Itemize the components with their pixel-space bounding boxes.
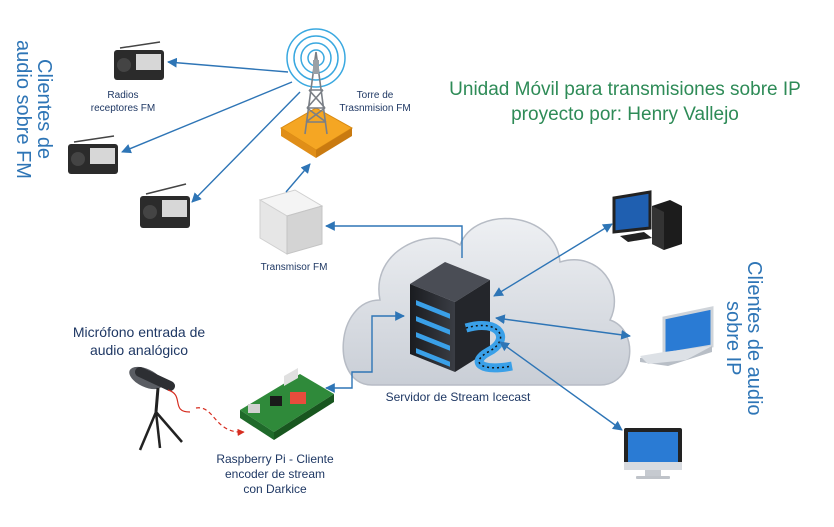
arrow-server-to-transmitter xyxy=(325,221,463,258)
desktop-pc-icon xyxy=(612,190,682,250)
diagram-title: Unidad Móvil para transmisiones sobre IP… xyxy=(430,78,820,127)
side-label-fm: Clientes de audio sobre FM xyxy=(12,39,55,179)
arrow-server-to-desktop xyxy=(493,223,613,297)
label-microphone: Micrófono entrada de audio analógico xyxy=(72,324,206,358)
antenna-tower-icon xyxy=(280,28,353,158)
title-line-1: Unidad Móvil para transmisiones sobre IP xyxy=(449,79,801,100)
radio-icon xyxy=(68,135,118,174)
arrow-tower-to-radio-2 xyxy=(121,81,293,154)
connection-arrows xyxy=(121,57,631,431)
microphone-icon xyxy=(129,366,191,451)
label-server: Servidor de Stream Icecast xyxy=(385,390,531,404)
arrow-server-to-laptop xyxy=(495,314,631,340)
imac-icon xyxy=(624,428,682,479)
transmitter-box-icon xyxy=(258,189,324,255)
side-label-ip: Clientes de audio sobre IP xyxy=(722,260,765,416)
arrow-tower-to-radio-1 xyxy=(167,57,289,73)
title-line-2: proyecto por: Henry Vallejo xyxy=(511,103,739,125)
raspberry-pi-icon xyxy=(240,367,334,440)
radio-icon xyxy=(114,41,164,80)
server-icon xyxy=(410,262,490,372)
arrow-transmitter-to-tower xyxy=(285,163,311,193)
film-reel-icon xyxy=(464,321,513,373)
arrow-tower-to-radio-3 xyxy=(191,91,301,203)
label-tower: Torre de Trasnmision FM xyxy=(339,90,411,114)
label-transmitter: Transmisor FM xyxy=(260,262,328,273)
arrow-server-to-imac xyxy=(499,341,623,431)
radio-icon xyxy=(140,183,190,228)
arrow-raspberry-to-server xyxy=(325,311,405,393)
label-raspberry: Raspberry Pi - Cliente encoder de stream… xyxy=(216,452,334,496)
label-radios: Radios receptores FM xyxy=(90,90,156,114)
laptop-icon xyxy=(640,306,714,366)
